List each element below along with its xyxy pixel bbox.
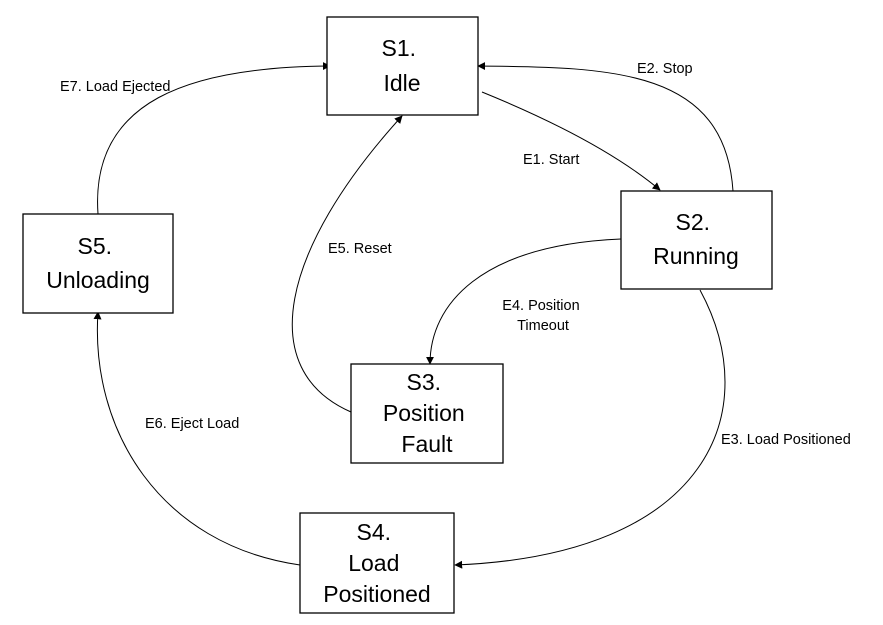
transition-labels: E1. Start E2. Stop E3. Load Positioned E…	[60, 61, 851, 448]
state-s4-label: S4. Load Positioned	[323, 519, 430, 607]
state-s5-line-2: Unloading	[46, 267, 150, 293]
transitions	[93, 62, 734, 569]
state-s4-load-positioned[interactable]: S4. Load Positioned	[299, 512, 455, 614]
state-s3-position-fault[interactable]: S3. Position Fault	[350, 363, 504, 464]
state-s3-line-2: Position	[383, 400, 465, 426]
label-e6-line-1: E6. Eject Load	[145, 416, 239, 432]
state-s1-box	[326, 16, 479, 116]
state-s5-box	[22, 213, 174, 314]
label-e3-line-1: E3. Load Positioned	[721, 432, 851, 448]
label-e4-line-2: Timeout	[517, 318, 569, 334]
state-s5-label: S5. Unloading	[46, 233, 150, 293]
state-s4-line-3: Positioned	[323, 581, 430, 607]
state-s2-label: S2. Running	[653, 209, 739, 269]
state-s2-line-1: S2.	[676, 209, 711, 235]
state-s1-idle[interactable]: S1. Idle	[326, 16, 479, 116]
label-e4-line-1: E4. Position	[502, 298, 579, 314]
state-s1-line-1: S1.	[382, 35, 417, 61]
label-e1: E1. Start	[523, 152, 579, 168]
label-e1-line-1: E1. Start	[523, 152, 579, 168]
label-e5: E5. Reset	[328, 241, 392, 257]
state-s1-label: S1. Idle	[382, 35, 423, 96]
state-s2-running[interactable]: S2. Running	[620, 190, 773, 290]
state-s4-box	[299, 512, 455, 614]
label-e5-line-1: E5. Reset	[328, 241, 392, 257]
edge-e2-stop	[477, 62, 734, 192]
label-e4: E4. Position Timeout	[502, 298, 583, 334]
state-s4-line-2: Load	[348, 550, 399, 576]
label-e2-line-1: E2. Stop	[637, 61, 693, 77]
state-s4-line-1: S4.	[357, 519, 392, 545]
label-e3: E3. Load Positioned	[721, 432, 851, 448]
edge-e7-load-ejected	[97, 62, 331, 215]
edge-e4-position-timeout	[426, 238, 622, 365]
edge-e5-reset	[291, 115, 403, 413]
state-s2-box	[620, 190, 773, 290]
state-s3-line-1: S3.	[407, 369, 442, 395]
state-s1-line-2: Idle	[383, 70, 420, 96]
state-s2-line-2: Running	[653, 243, 739, 269]
state-s3-label: S3. Position Fault	[383, 369, 471, 457]
states: S1. Idle S2. Running S3. Position Fault …	[22, 16, 773, 614]
label-e7-line-1: E7. Load Ejected	[60, 79, 170, 95]
label-e7: E7. Load Ejected	[60, 79, 170, 95]
edge-e1-start	[481, 91, 661, 191]
edge-e3-load-positioned	[454, 289, 726, 569]
state-s5-line-1: S5.	[78, 233, 113, 259]
state-s5-unloading[interactable]: S5. Unloading	[22, 213, 174, 314]
label-e6: E6. Eject Load	[145, 416, 239, 432]
state-s3-line-3: Fault	[401, 431, 453, 457]
state-s3-box	[350, 363, 504, 464]
label-e2: E2. Stop	[637, 61, 693, 77]
edge-e6-eject-load	[93, 311, 301, 566]
